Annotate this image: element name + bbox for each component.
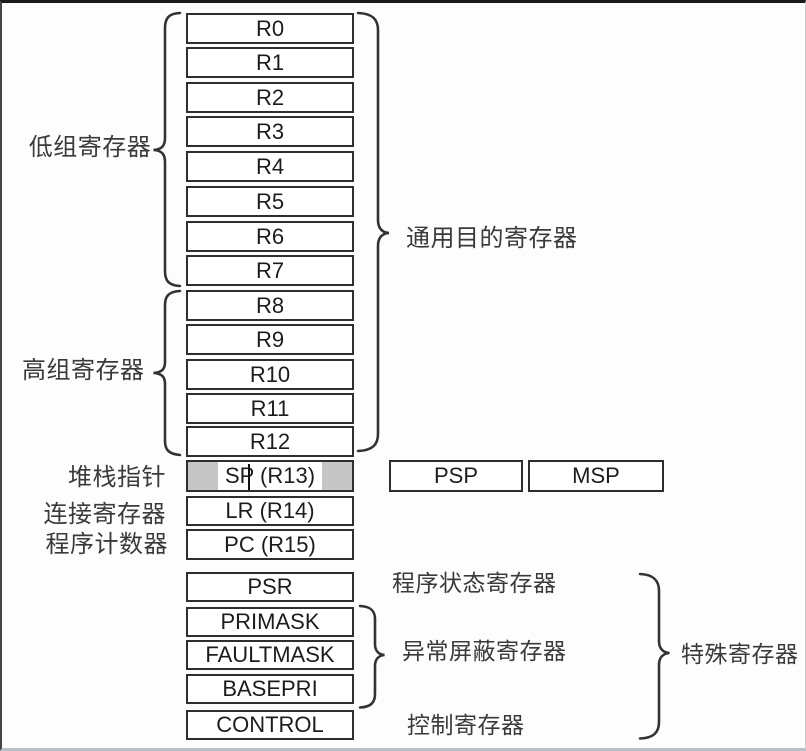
- register-box-r4: R4: [186, 151, 354, 182]
- register-box-faultmask: FAULTMASK: [186, 640, 354, 670]
- register-box-r10: R10: [186, 359, 354, 390]
- register-box-r7: R7: [186, 255, 354, 286]
- register-box-control: CONTROL: [186, 710, 354, 740]
- special-group-label: 特殊寄存器: [681, 642, 799, 668]
- text-caret: [248, 464, 250, 490]
- program-status-label: 程序状态寄存器: [392, 571, 557, 597]
- low-group-label: 低组寄存器: [28, 133, 152, 161]
- register-box-r11: R11: [186, 393, 354, 424]
- stack-pointer-label: 堆栈指针: [68, 463, 166, 491]
- register-box-r3: R3: [186, 116, 354, 147]
- register-box-basepri: BASEPRI: [186, 674, 354, 704]
- register-box-r6: R6: [186, 221, 354, 252]
- register-box-r0: R0: [186, 13, 354, 44]
- high-group-brace: [153, 289, 182, 457]
- register-box-r9: R9: [186, 324, 354, 355]
- general-purpose-label: 通用目的寄存器: [406, 224, 578, 252]
- program-counter-label: 程序计数器: [45, 530, 168, 558]
- sp-register-text: SP (R13): [217, 462, 323, 490]
- special-group-brace: [638, 572, 670, 740]
- register-box-lr: LR (R14): [186, 496, 354, 526]
- low-group-brace: [153, 11, 182, 288]
- register-box-psp: PSP: [389, 460, 523, 492]
- register-box-r2: R2: [186, 82, 354, 113]
- high-group-label: 高组寄存器: [22, 356, 145, 384]
- register-box-r1: R1: [186, 47, 354, 78]
- link-register-label: 连接寄存器: [43, 500, 166, 528]
- register-box-msp: MSP: [528, 460, 664, 492]
- register-box-psr: PSR: [186, 572, 354, 602]
- register-box-sp: SP (R13): [186, 460, 354, 492]
- exception-mask-label: 异常屏蔽寄存器: [402, 639, 567, 665]
- register-box-r12: R12: [186, 426, 354, 457]
- register-box-r5: R5: [186, 186, 354, 217]
- register-box-primask: PRIMASK: [186, 607, 354, 637]
- register-box-r8: R8: [186, 290, 354, 321]
- general-purpose-brace: [356, 11, 390, 453]
- exception-mask-brace: [358, 604, 385, 709]
- control-register-label: 控制寄存器: [407, 713, 525, 739]
- register-box-pc: PC (R15): [186, 529, 354, 560]
